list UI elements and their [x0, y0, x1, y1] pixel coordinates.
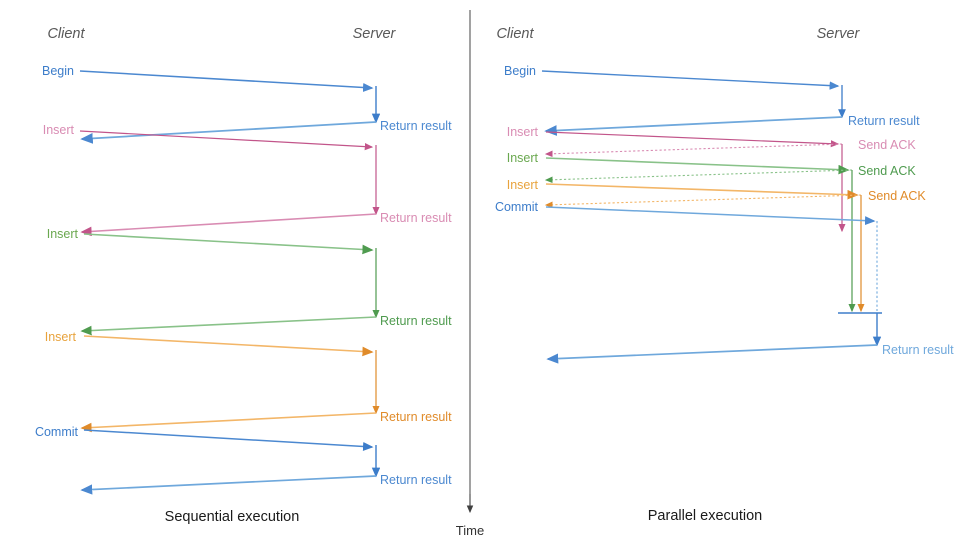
- insert3-ack-arrow: [544, 194, 862, 209]
- insert1-request-arrow: [545, 131, 840, 148]
- insert2-ack-arrow: [544, 169, 853, 184]
- left-server-lane-header: Server: [353, 26, 397, 42]
- insert2-return-arrow: [80, 316, 377, 336]
- left-commit-label: Commit: [35, 425, 79, 439]
- left-insert3-return-label: Return result: [380, 410, 452, 424]
- right-ack1-label: Send ACK: [858, 138, 916, 152]
- left-begin-return-label: Return result: [380, 119, 452, 133]
- right-panel: Client Server Return result Begin Send A…: [495, 26, 954, 524]
- right-begin-label: Begin: [504, 64, 536, 78]
- left-flow-insert3: Return result Insert: [45, 330, 452, 433]
- begin-request-arrow: [541, 70, 840, 90]
- final-return-arrow: [546, 344, 878, 364]
- right-flow-insert3: Send ACK Insert: [507, 178, 926, 313]
- left-flow-insert1: Return result Insert: [43, 123, 452, 237]
- left-client-lane-header: Client: [47, 26, 85, 42]
- begin-return-arrow: [544, 116, 843, 136]
- left-begin-label: Begin: [42, 64, 74, 78]
- left-panel: Client Server Return result Begin Return…: [35, 26, 452, 525]
- commit-request-arrow: [545, 206, 876, 226]
- left-insert2-label: Insert: [47, 227, 79, 241]
- commit-return-arrow: [80, 475, 377, 495]
- right-ack3-label: Send ACK: [868, 189, 926, 203]
- right-ack2-label: Send ACK: [858, 164, 916, 178]
- left-flow-commit: Return result Commit: [35, 425, 452, 495]
- right-panel-caption: Parallel execution: [648, 508, 762, 524]
- right-insert2-label: Insert: [507, 151, 539, 165]
- insert3-request-arrow: [545, 183, 859, 200]
- left-flow-insert2: Return result Insert: [47, 227, 452, 336]
- right-insert3-label: Insert: [507, 178, 539, 192]
- insert1-return-arrow: [80, 213, 377, 237]
- left-panel-caption: Sequential execution: [165, 509, 300, 525]
- left-insert1-label: Insert: [43, 123, 75, 137]
- right-insert1-label: Insert: [507, 125, 539, 139]
- left-commit-return-label: Return result: [380, 473, 452, 487]
- begin-request-arrow: [79, 70, 374, 92]
- right-flow-commit: Return result Commit: [495, 200, 954, 364]
- commit-request-arrow: [83, 429, 374, 451]
- insert2-request-arrow: [83, 233, 374, 255]
- insert3-request-arrow: [83, 335, 374, 357]
- left-insert2-return-label: Return result: [380, 314, 452, 328]
- insert1-ack-arrow: [544, 143, 843, 158]
- right-flow-insert1: Send ACK Insert: [507, 125, 916, 233]
- insert1-request-arrow: [79, 130, 374, 151]
- left-insert3-label: Insert: [45, 330, 77, 344]
- right-server-lane-header: Server: [817, 26, 861, 42]
- right-flow-insert2: Send ACK Insert: [507, 151, 916, 313]
- insert2-request-arrow: [545, 157, 850, 175]
- right-begin-return-label: Return result: [848, 114, 920, 128]
- left-insert1-return-label: Return result: [380, 211, 452, 225]
- right-client-lane-header: Client: [496, 26, 534, 42]
- right-final-return-label: Return result: [882, 343, 954, 357]
- time-axis-label: Time: [456, 523, 484, 538]
- right-flow-begin: Return result Begin: [504, 64, 920, 136]
- insert3-return-arrow: [80, 412, 377, 433]
- right-commit-label: Commit: [495, 200, 539, 214]
- begin-return-arrow: [80, 121, 377, 144]
- left-flow-begin: Return result Begin: [42, 64, 452, 144]
